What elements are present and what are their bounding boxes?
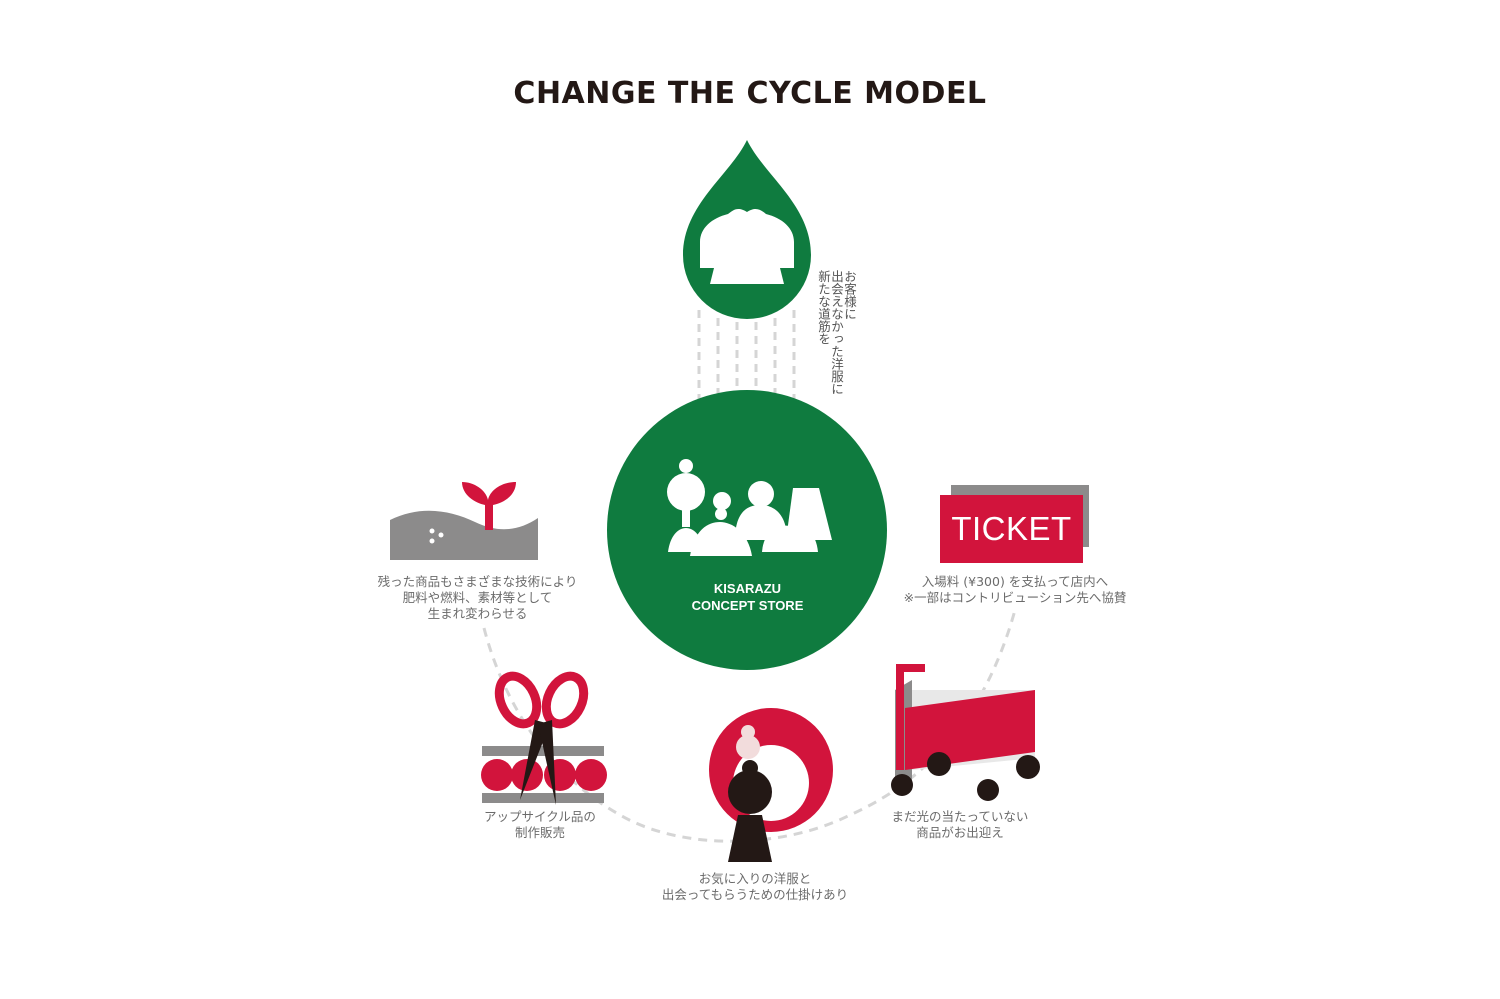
- cart-icon: [891, 664, 1040, 801]
- cart-caption-line-2: 商品がお出迎え: [880, 824, 1040, 841]
- store-name-line-2: CONCEPT STORE: [620, 597, 875, 614]
- recycle-caption-line-1: 残った商品もさまざまな技術により: [355, 573, 600, 590]
- sprout-icon: [390, 482, 538, 560]
- ticket-caption-line-2: ※一部はコントリビューション先へ協賛: [870, 589, 1160, 606]
- upcycle-caption-line-1: アップサイクル品の: [470, 808, 610, 825]
- recycle-caption-line-3: 生まれ変わらせる: [355, 605, 600, 622]
- ticket-label: TICKET: [940, 509, 1083, 549]
- upcycle-caption-line-2: 制作販売: [470, 824, 610, 841]
- diagram-title: CHANGE THE CYCLE MODEL: [0, 76, 1500, 111]
- cart-caption-line-1: まだ光の当たっていない: [880, 808, 1040, 825]
- drop-clothing-icon: [683, 140, 811, 319]
- ticket-caption-line-1: 入場料 (¥300) を支払って店内へ: [870, 573, 1160, 590]
- matching-caption-line-1: お気に入りの洋服と: [640, 870, 870, 887]
- scissors-ribbon-icon: [481, 670, 607, 805]
- matching-caption-line-2: 出会ってもらうための仕掛けあり: [640, 886, 870, 903]
- flow-lines: [699, 310, 794, 400]
- top-caption-line-1: お客様に: [843, 270, 856, 320]
- recycle-caption-line-2: 肥料や燃料、素材等として: [355, 589, 600, 606]
- store-name-line-1: KISARAZU: [620, 580, 875, 597]
